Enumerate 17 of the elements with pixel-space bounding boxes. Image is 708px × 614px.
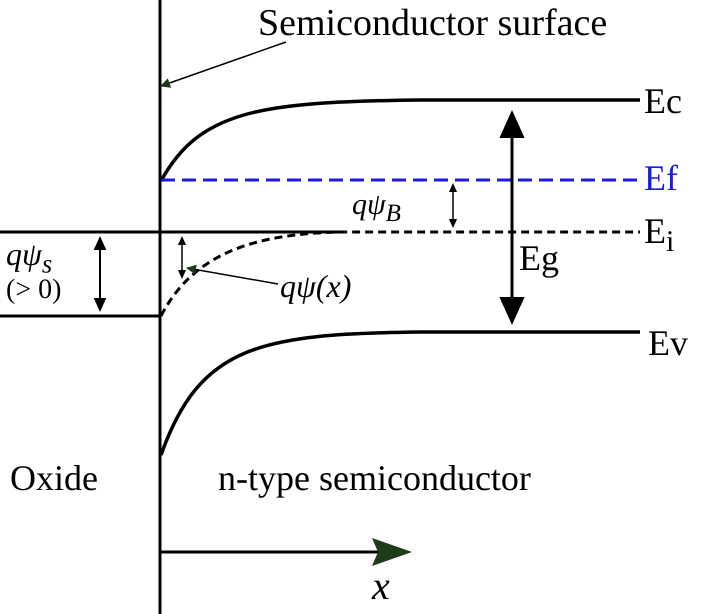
energy-level-label: Ev [648,325,688,361]
energy-level-label: Ef [644,160,678,196]
axis-label: x [372,566,390,606]
region-label: n-type semiconductor [218,460,531,496]
double-arrow [178,236,186,279]
quantity-label: qψ$_{B}$ [352,190,401,226]
energy-label: Eg [519,240,559,276]
callout-text: qψ(x) [280,270,352,302]
energy-level-label: E$_{i}$ [644,213,674,258]
interface-line [158,0,162,614]
energy-level-label: Ec [644,83,682,119]
callout-text: Semiconductor surface [258,4,608,42]
leader-line [160,41,286,88]
leader-line [186,264,278,285]
condition-label: (> 0) [6,276,62,304]
region-label: Oxide [10,460,98,496]
quantity-label: qψ$_{s}$ [6,238,52,278]
